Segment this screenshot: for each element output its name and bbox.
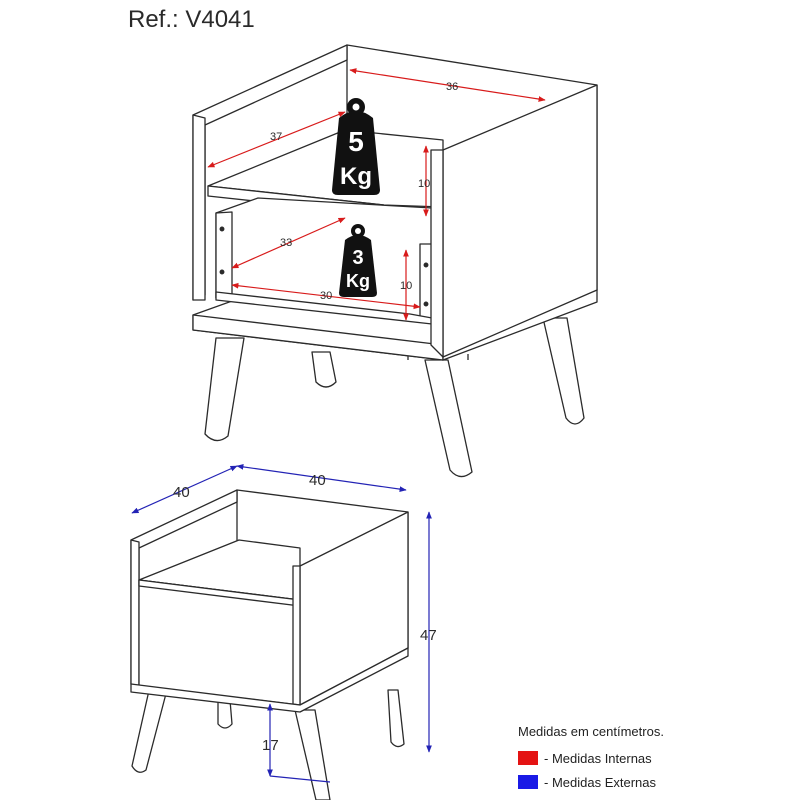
leg-closed-back-left xyxy=(217,699,233,729)
dim-top-depth: 37 xyxy=(270,131,282,143)
internal-dimensions xyxy=(207,68,546,321)
leg-back-left xyxy=(311,351,337,388)
leg-front-left xyxy=(204,337,245,442)
dim-ext-leg-height: 17 xyxy=(262,737,279,754)
leg-back-right xyxy=(542,317,585,425)
weight-3kg-icon: 3 Kg xyxy=(339,224,377,297)
legend-item-internal: - Medidas Internas xyxy=(518,749,664,767)
legend-label-external: - Medidas Externas xyxy=(544,774,656,790)
external-dimensions xyxy=(131,464,432,783)
dim-drawer-width: 30 xyxy=(320,290,332,302)
legend-item-external: - Medidas Externas xyxy=(518,773,664,791)
dim-ext-height: 47 xyxy=(420,627,437,644)
leg-front-right xyxy=(424,359,473,478)
dim-top-height: 10 xyxy=(418,178,430,190)
dim-drawer-height: 10 xyxy=(400,280,412,292)
weight-3-value: 3 xyxy=(352,247,363,269)
weight-5-unit: Kg xyxy=(340,163,372,190)
dim-ext-depth: 40 xyxy=(173,484,190,501)
leg-closed-front-right xyxy=(294,709,331,800)
legend-label-internal: - Medidas Internas xyxy=(544,750,652,766)
dim-drawer-depth: 33 xyxy=(280,237,292,249)
leg-closed-back-right xyxy=(387,689,405,748)
dim-top-width: 36 xyxy=(446,81,458,93)
weight-5-value: 5 xyxy=(348,126,364,157)
leg-closed-front-left xyxy=(131,685,169,773)
legend-swatch-internal xyxy=(518,751,538,765)
dim-ext-width: 40 xyxy=(309,472,326,489)
closed-cabinet-drawing xyxy=(130,489,409,800)
legend: Medidas em centímetros. - Medidas Intern… xyxy=(518,724,664,797)
weight-3-unit: Kg xyxy=(346,271,370,291)
legend-heading: Medidas em centímetros. xyxy=(518,724,664,739)
legend-swatch-external xyxy=(518,775,538,789)
open-cabinet-drawing xyxy=(192,44,598,478)
reference-title: Ref.: V4041 xyxy=(128,6,255,33)
